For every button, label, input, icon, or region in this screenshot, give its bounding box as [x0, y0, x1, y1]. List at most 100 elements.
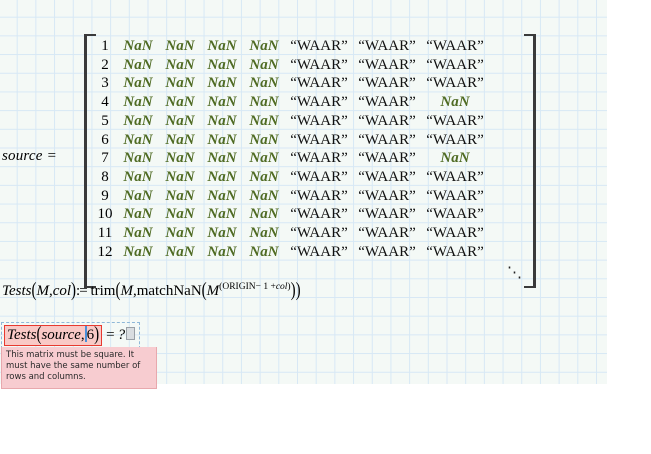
matrix-row-number: 6: [101, 131, 109, 148]
matrix-cell-nan: NaN: [123, 206, 153, 223]
worksheet-canvas[interactable]: [0, 0, 607, 384]
superscript-open-paren: (: [219, 282, 223, 292]
definition-comma-2: ,: [132, 283, 137, 299]
matrix-cell-string: “WAAR”: [358, 187, 416, 204]
matrix-cell-nan: NaN: [249, 168, 279, 185]
matrix-cell-nan: NaN: [249, 243, 279, 260]
matrix-cell-nan: NaN: [165, 38, 195, 54]
matrix-row-number: 3: [101, 75, 109, 92]
matrix-right-bracket: [524, 34, 536, 288]
matrix-cell-string: “WAAR”: [426, 131, 484, 148]
matrix-row-number: 5: [101, 112, 109, 129]
matrix-cell-nan: NaN: [123, 38, 153, 54]
matrix-cell-nan: NaN: [249, 38, 279, 54]
matrix-cell-string: “WAAR”: [290, 225, 348, 242]
matrix-cell-nan: NaN: [207, 206, 237, 223]
definition-param-m: M: [36, 283, 49, 299]
evaluation-close-paren: ): [94, 324, 100, 346]
matrix-cell-string: “WAAR”: [426, 56, 484, 73]
definition-trim-function: trim: [90, 283, 116, 299]
matrix-cell-string: “WAAR”: [426, 206, 484, 223]
evaluation-result-placeholder-text: ?: [117, 327, 126, 343]
superscript-origin: ORIGIN: [222, 282, 256, 292]
matrix-ellipsis-icon: ⋱: [507, 265, 522, 281]
matrix-cell-nan: NaN: [207, 75, 237, 92]
matrix-cell-string: “WAAR”: [290, 150, 348, 167]
matrix-cell-nan: NaN: [207, 38, 237, 54]
matrix-cell-nan: NaN: [440, 94, 470, 111]
evaluation-expression-error[interactable]: Tests(source,6): [4, 324, 103, 346]
evaluation-region[interactable]: Tests(source,6)=?: [1, 322, 141, 349]
matrix-cell-string: “WAAR”: [290, 168, 348, 185]
matrix-cell-nan: NaN: [123, 56, 153, 73]
source-variable-label: source =: [2, 148, 57, 164]
definition-matchnan-function: matchNaN: [136, 283, 202, 299]
matrix-cell-string: “WAAR”: [358, 206, 416, 223]
matrix-cell-string: “WAAR”: [426, 112, 484, 129]
matrix-cell-string: “WAAR”: [290, 75, 348, 92]
matrix-cell-string: “WAAR”: [426, 225, 484, 242]
matrix-cell-nan: NaN: [165, 187, 195, 204]
definition-matchnan-open-paren: (: [201, 280, 207, 302]
matrix-cell-string: “WAAR”: [426, 75, 484, 92]
matrix-cell-nan: NaN: [207, 150, 237, 167]
matrix-cell-nan: NaN: [123, 75, 153, 92]
evaluation-comma: ,: [80, 327, 85, 343]
matrix-cell-string: “WAAR”: [358, 38, 416, 54]
matrix-row-number: 12: [97, 243, 113, 260]
matrix-cell-string: “WAAR”: [290, 94, 348, 111]
evaluation-open-paren: (: [36, 324, 42, 346]
matrix-row-number: 7: [101, 150, 109, 167]
matrix-cell-nan: NaN: [440, 150, 470, 167]
matrix-cell-nan: NaN: [123, 94, 153, 111]
matrix-cell-nan: NaN: [165, 225, 195, 242]
definition-superscript-index: (ORIGIN− 1 +col): [219, 282, 290, 292]
result-placeholder-box[interactable]: [126, 327, 136, 341]
matrix-row-number: 2: [101, 56, 109, 73]
matrix-cell-nan: NaN: [165, 112, 195, 129]
matrix-cell-string: “WAAR”: [358, 56, 416, 73]
superscript-close-paren: ): [287, 282, 291, 292]
matrix-cell-nan: NaN: [165, 243, 195, 260]
matrix-cell-string: “WAAR”: [358, 225, 416, 242]
matrix-cell-string: “WAAR”: [290, 131, 348, 148]
evaluation-function-name: Tests: [7, 327, 37, 343]
matrix-cell-nan: NaN: [207, 168, 237, 185]
matrix-cell-string: “WAAR”: [290, 38, 348, 54]
matrix-cell-nan: NaN: [207, 56, 237, 73]
matrix-row-number: 11: [97, 225, 113, 242]
matrix-cell-nan: NaN: [165, 94, 195, 111]
matrix-cell-nan: NaN: [123, 225, 153, 242]
matrix-cell-nan: NaN: [207, 187, 237, 204]
matrix-cell-string: “WAAR”: [290, 206, 348, 223]
matrix-cell-string: “WAAR”: [358, 243, 416, 260]
matrix-cell-nan: NaN: [165, 150, 195, 167]
matrix-row-number: 4: [101, 94, 109, 111]
matrix-cell-nan: NaN: [165, 75, 195, 92]
matrix-cell-string: “WAAR”: [290, 187, 348, 204]
definition-open-paren: (: [31, 280, 37, 302]
matrix-cell-string: “WAAR”: [358, 75, 416, 92]
matrix-cell-nan: NaN: [165, 206, 195, 223]
matrix-cell-string: “WAAR”: [290, 112, 348, 129]
matrix-left-bracket: [84, 34, 96, 288]
tests-function-definition[interactable]: Tests(M,col):= trim(M,matchNaN(M(ORIGIN−…: [2, 280, 301, 302]
matrix-cell-nan: NaN: [249, 75, 279, 92]
matrix-cell-string: “WAAR”: [290, 243, 348, 260]
definition-comma-1: ,: [48, 283, 53, 299]
matrix-cell-nan: NaN: [123, 150, 153, 167]
matrix-cell-nan: NaN: [249, 150, 279, 167]
matrix-cell-nan: NaN: [165, 131, 195, 148]
matrix-cell-string: “WAAR”: [358, 112, 416, 129]
